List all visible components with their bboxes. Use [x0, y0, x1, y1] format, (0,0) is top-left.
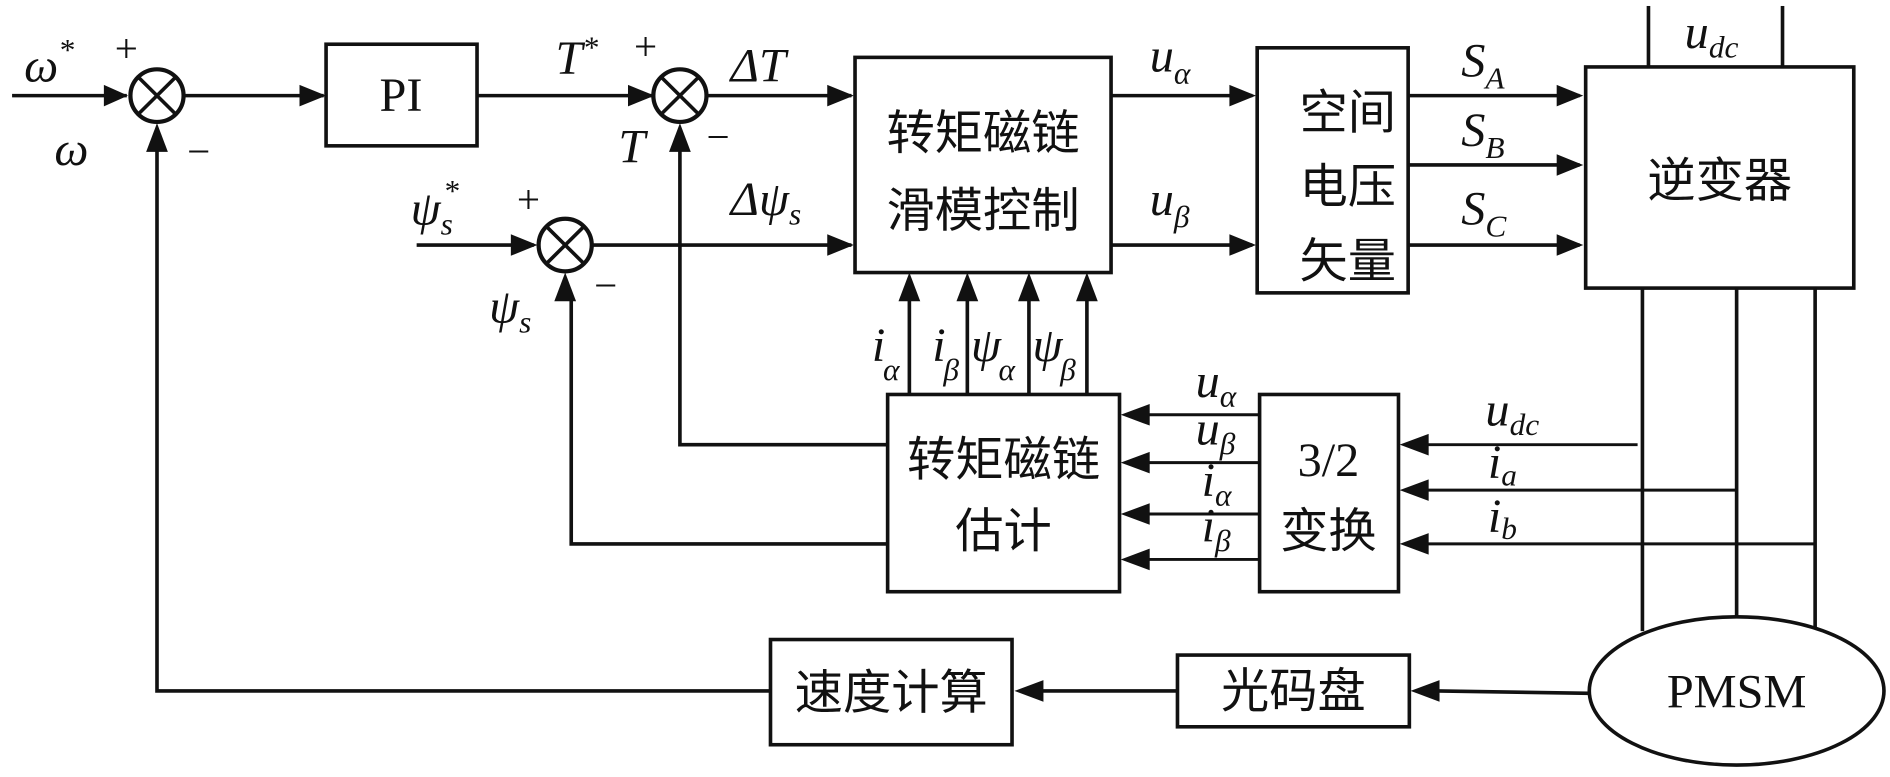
omega-feedback-label: ω: [54, 123, 88, 176]
psi-alpha-label: ψα: [971, 319, 1016, 387]
encoder-input-line: [1437, 689, 1590, 696]
flux-feedback-line: [569, 298, 888, 546]
arrowhead-icon: [103, 84, 129, 107]
space-vector-block: [1255, 46, 1410, 295]
arrowhead-icon: [1410, 680, 1440, 702]
pmsm-motor: [1587, 615, 1886, 767]
arrowhead-icon: [827, 84, 854, 107]
arrowhead-icon: [1014, 680, 1044, 702]
est-i-beta-label: iβ: [1202, 500, 1232, 558]
sb-label: SB: [1461, 104, 1504, 165]
arrowhead-icon: [827, 234, 854, 256]
est-u-beta-label: uβ: [1196, 403, 1236, 461]
arrowhead-icon: [956, 272, 979, 302]
est-i-alpha-label: iα: [1202, 454, 1233, 512]
torque-ref-label: T*: [556, 30, 599, 86]
i-alpha-label: iα: [872, 319, 900, 387]
inverter-udc-label: udc: [1685, 6, 1739, 64]
arrowhead-icon: [1229, 234, 1256, 256]
arrowhead-icon: [1556, 84, 1584, 107]
torque-feedback-line: [678, 149, 888, 447]
estimator-label-line1: 转矩磁链: [907, 432, 1100, 488]
u-beta-label: uβ: [1150, 173, 1190, 234]
pi-controller-block: [324, 42, 479, 148]
svpwm-label-line2: 电压: [1299, 159, 1396, 215]
pi-label: PI: [379, 69, 422, 122]
arrowhead-icon: [146, 123, 168, 152]
inverter-label: 逆变器: [1647, 153, 1792, 209]
arrowhead-icon: [1018, 272, 1040, 302]
ia-measure-label: ia: [1488, 436, 1517, 492]
arrowhead-icon: [1556, 234, 1584, 256]
arrowhead-icon: [1120, 451, 1150, 474]
speed-summing-junction: [128, 67, 186, 125]
minus-sign: −: [187, 129, 210, 174]
flux-summing-junction: [536, 216, 594, 274]
torque-feedback-label: T: [618, 121, 648, 174]
arrowhead-icon: [1399, 533, 1429, 555]
arrowhead-icon: [627, 84, 655, 107]
speed-calculation-block: [768, 637, 1014, 747]
arrowhead-icon: [898, 272, 921, 302]
speed-calc-label: 速度计算: [795, 665, 988, 721]
encoder-label: 光码盘: [1221, 664, 1366, 720]
smc-label-line2: 滑模控制: [886, 183, 1079, 239]
i-beta-label: iβ: [932, 319, 959, 387]
arrowhead-icon: [669, 123, 691, 152]
transform-label-line1: 3/2: [1298, 434, 1360, 487]
arrowhead-icon: [1229, 84, 1256, 107]
est-u-alpha-label: uα: [1196, 355, 1237, 413]
delta-flux-label: Δψs: [729, 173, 802, 231]
arrowhead-icon: [1120, 548, 1150, 571]
u-alpha-label: uα: [1150, 30, 1191, 91]
plus-sign: +: [115, 26, 138, 71]
ib-measure-label: ib: [1488, 490, 1517, 546]
arrowhead-icon: [1076, 272, 1098, 302]
omega-ref-label: ω*: [24, 32, 74, 92]
plus-sign: +: [634, 24, 657, 69]
plus-sign: +: [517, 177, 540, 222]
encoder-block: [1175, 653, 1412, 729]
flux-ref-label: ψs*: [411, 173, 460, 241]
arrowhead-icon: [1399, 433, 1429, 456]
sliding-mode-control-block: [853, 55, 1113, 275]
delta-torque-label: ΔT: [729, 40, 790, 93]
arrowhead-icon: [1120, 503, 1150, 525]
estimator-label-line2: 估计: [955, 504, 1052, 560]
inverter-block: [1583, 65, 1856, 290]
minus-sign: −: [594, 263, 617, 308]
transform-label-line2: 变换: [1280, 504, 1377, 560]
flux-feedback-label: ψs: [489, 281, 531, 339]
svpwm-label-line3: 矢量: [1299, 234, 1396, 290]
udc-measure-label: udc: [1485, 384, 1539, 442]
arrowhead-icon: [554, 272, 577, 302]
arrowhead-icon: [1399, 479, 1429, 501]
torque-flux-estimator-block: [885, 392, 1122, 594]
arrowhead-icon: [1556, 154, 1584, 176]
arrowhead-icon: [510, 234, 538, 256]
arrowhead-icon: [299, 84, 327, 107]
svpwm-label-line1: 空间: [1299, 85, 1396, 141]
smc-label-line1: 转矩磁链: [886, 106, 1079, 162]
minus-sign: −: [706, 115, 729, 160]
torque-summing-junction: [651, 67, 709, 125]
sc-label: SC: [1461, 183, 1507, 244]
sa-label: SA: [1461, 35, 1505, 96]
psi-beta-label: ψβ: [1033, 319, 1077, 387]
clarke-transform-block: [1257, 392, 1401, 594]
pmsm-label: PMSM: [1667, 666, 1807, 719]
speed-feedback-line: [155, 149, 771, 693]
arrowhead-icon: [1120, 404, 1150, 426]
